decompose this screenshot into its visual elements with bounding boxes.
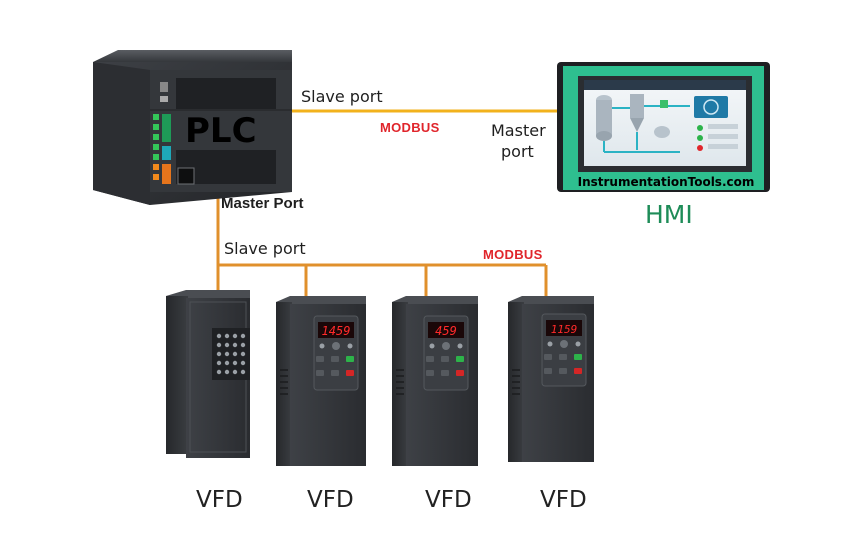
plc-vfd-modbus-bus xyxy=(216,195,548,300)
plc-master-port-label: Master Port xyxy=(221,195,304,212)
hmi-device: InstrumentationTools.com xyxy=(557,62,770,192)
vfd-slave-port-label: Slave port xyxy=(224,239,306,258)
ethernet-port-icon xyxy=(177,167,195,185)
vfd-display-readout: 1159 xyxy=(551,323,578,336)
vfd-device: 1159 xyxy=(508,296,594,462)
modbus-label-bottom: MODBUS xyxy=(483,247,543,262)
plc-label: PLC xyxy=(185,111,257,151)
vfd-label: VFD xyxy=(425,487,472,513)
hmi-gauge-icon xyxy=(694,96,728,118)
keypad-icon xyxy=(212,328,250,380)
vfd-display-readout: 1459 xyxy=(322,324,351,338)
vfd-label: VFD xyxy=(307,487,354,513)
vfd-device: 459 xyxy=(392,296,478,466)
vfd-device: 1459 xyxy=(276,296,366,466)
vfd-label: VFD xyxy=(540,487,587,513)
hmi-master-port-label: Master port xyxy=(491,121,546,161)
plc-device: PLC xyxy=(93,50,292,205)
plc-slave-port-label: Slave port xyxy=(301,87,383,106)
vfd-buttons xyxy=(426,342,464,376)
vfd-buttons xyxy=(544,340,582,374)
modbus-label-top: MODBUS xyxy=(380,120,440,135)
hmi-label: HMI xyxy=(645,200,693,229)
vfd-display-readout: 459 xyxy=(435,324,457,338)
vfd-label: VFD xyxy=(196,487,243,513)
vfd-buttons xyxy=(316,342,354,376)
vfd-device xyxy=(166,290,250,458)
process-tank-icon xyxy=(596,94,690,153)
plc-status-leds xyxy=(153,114,171,184)
hmi-watermark: InstrumentationTools.com xyxy=(578,175,755,189)
